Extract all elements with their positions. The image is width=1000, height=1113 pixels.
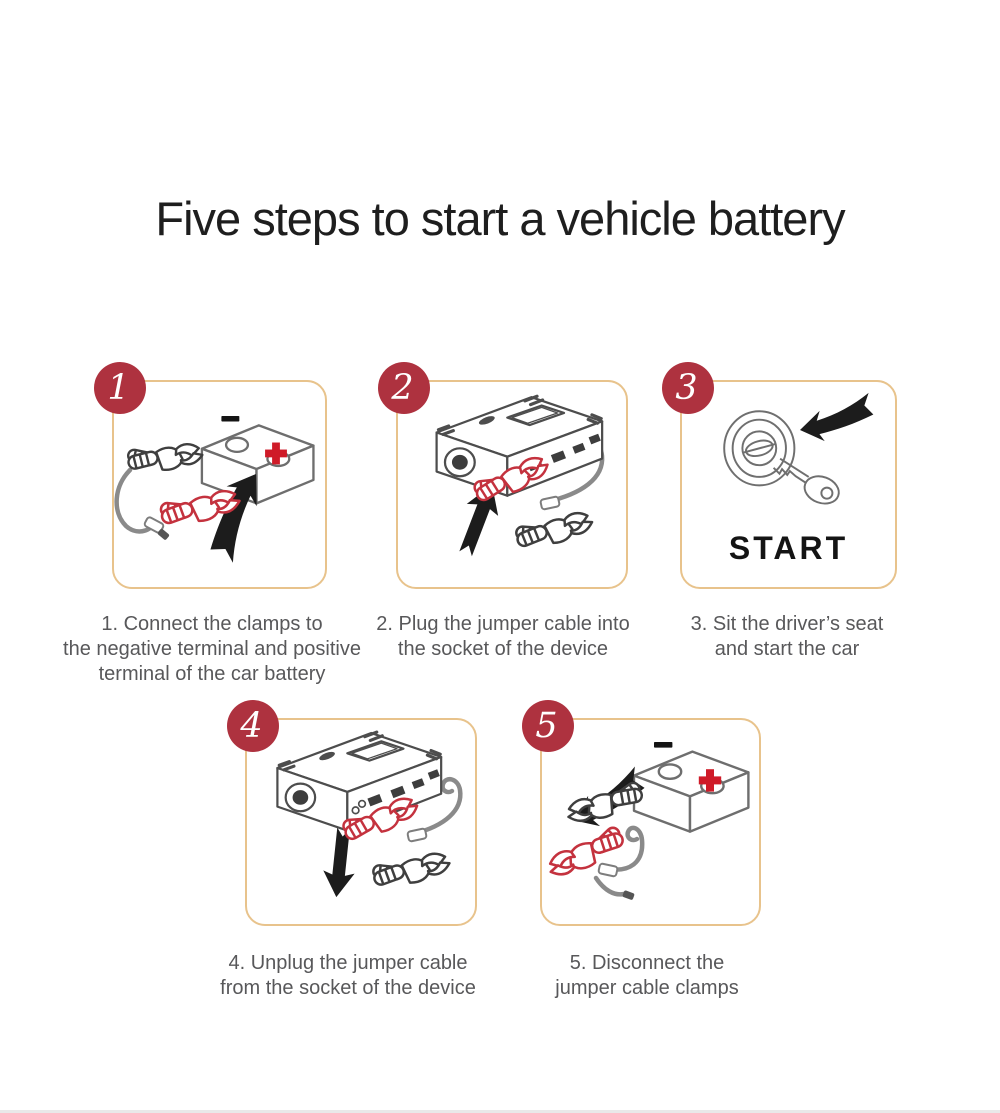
car-battery-icon <box>200 414 315 505</box>
caption-line: 4. Unplug the jumper cable <box>228 952 468 974</box>
step-2-caption: 2. Plug the jumper cable into the socket… <box>376 612 630 662</box>
step-5-illustration <box>542 740 750 900</box>
black-clamp-icon <box>367 839 453 897</box>
page-title: Five steps to start a vehicle battery <box>155 192 845 246</box>
turn-left-arrow-icon <box>796 392 877 445</box>
caption-line: the socket of the device <box>397 638 609 660</box>
step-3-badge: 3 <box>662 362 714 414</box>
step-2-illustration <box>435 394 605 560</box>
step-4-number: 4 <box>240 705 263 746</box>
step-1-badge: 1 <box>94 362 146 414</box>
step-4-illustration <box>275 730 463 899</box>
cable-line <box>410 776 463 837</box>
start-label: START <box>728 530 849 566</box>
step-card-4: 4 <box>227 700 477 926</box>
cable-line <box>593 875 627 897</box>
step-card-2: 2 <box>378 362 628 589</box>
black-clamp-icon <box>563 778 647 825</box>
cable-end-cap <box>157 528 170 540</box>
caption-line: and start the car <box>714 638 860 660</box>
step-3-caption: 3. Sit the driver’s seat and start the c… <box>691 612 884 662</box>
caption-line: 3. Sit the driver’s seat <box>690 613 884 635</box>
step-2-badge: 2 <box>378 362 430 414</box>
step-card-5: 5 <box>522 700 761 926</box>
step-2-number: 2 <box>391 367 414 408</box>
step-card-3: 3 START <box>662 362 897 589</box>
connector-icon <box>597 862 619 878</box>
caption-line: jumper cable clamps <box>555 977 739 999</box>
step-4-caption: 4. Unplug the jumper cable from the sock… <box>220 951 476 1001</box>
jump-starter-icon <box>275 730 443 833</box>
step-1-illustration <box>114 414 315 565</box>
step-5-caption: 5. Disconnect the jumper cable clamps <box>555 951 738 1001</box>
caption-line: the negative terminal and positive <box>63 638 361 660</box>
cable-line <box>114 467 157 534</box>
step-card-1: 1 <box>94 362 327 589</box>
connector-icon <box>406 827 428 843</box>
step-4-badge: 4 <box>227 700 279 752</box>
black-clamp-icon <box>123 430 206 481</box>
connector-icon <box>539 495 561 511</box>
step-1-number: 1 <box>107 367 130 408</box>
step-5-badge: 5 <box>522 700 574 752</box>
cable-end-cap <box>622 890 635 900</box>
caption-line: terminal of the car battery <box>98 663 326 685</box>
step-3-number: 3 <box>675 367 698 408</box>
car-battery-icon <box>632 740 750 833</box>
step-1-caption: 1. Connect the clamps to the negative te… <box>63 612 361 687</box>
caption-line: 2. Plug the jumper cable into <box>376 613 630 635</box>
caption-line: 1. Connect the clamps to <box>101 613 323 635</box>
cable-line <box>601 825 645 872</box>
caption-line: from the socket of the device <box>220 977 476 999</box>
bottom-border <box>0 1110 1000 1113</box>
caption-line: 5. Disconnect the <box>569 952 725 974</box>
step-5-number: 5 <box>535 705 558 746</box>
